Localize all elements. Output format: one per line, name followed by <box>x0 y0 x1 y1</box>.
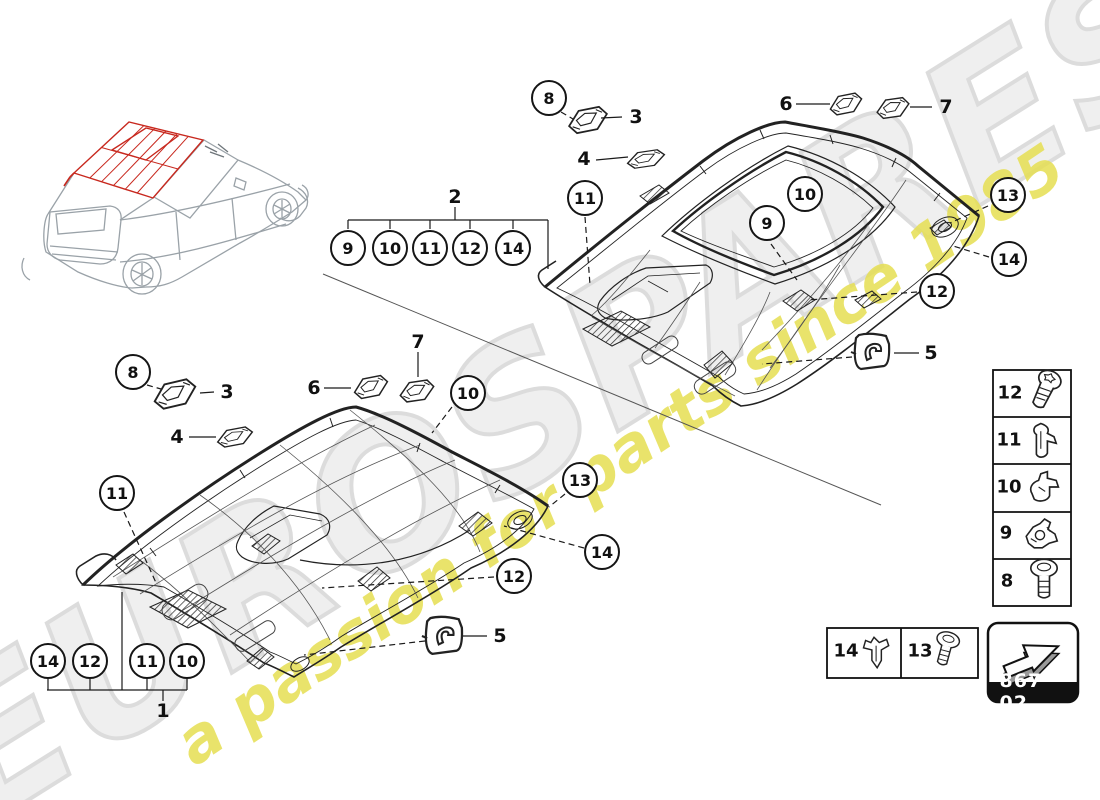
label-4-top: 4 <box>577 148 591 170</box>
callout-10-lower[interactable]: 10 <box>450 375 486 411</box>
cap-icon-7-top <box>875 96 911 120</box>
cap-icon-3-top <box>566 105 610 135</box>
legend-row-8[interactable]: 8 <box>1000 570 1014 592</box>
callout-8-top[interactable]: 8 <box>531 80 567 116</box>
group-code-text: 867 02 <box>999 670 1043 714</box>
label-3-top: 3 <box>629 106 643 128</box>
fastener-legend-panel <box>992 366 1072 607</box>
callout-12-lower[interactable]: 12 <box>496 558 532 594</box>
label-2: 2 <box>448 186 462 208</box>
label-5-lower: 5 <box>493 625 507 647</box>
legend-cell-13[interactable]: 13 <box>907 640 933 662</box>
leader-lines-dashed <box>123 111 990 656</box>
callout-14-upper[interactable]: 14 <box>991 241 1027 277</box>
label-4-lower: 4 <box>170 426 184 448</box>
cap-icon-4-top <box>625 148 667 170</box>
hook-icon-5-lower <box>420 615 464 656</box>
callout-12-group1[interactable]: 12 <box>72 643 108 679</box>
callout-11-group2[interactable]: 11 <box>412 230 448 266</box>
callout-12-upper[interactable]: 12 <box>919 273 955 309</box>
label-6-top: 6 <box>779 93 793 115</box>
callout-12-group2[interactable]: 12 <box>452 230 488 266</box>
hook-icon-5-upper <box>849 332 891 371</box>
car-roof-highlight <box>63 121 205 199</box>
callout-11-upper[interactable]: 11 <box>567 180 603 216</box>
fastener-legend-bottom <box>826 627 979 679</box>
callout-14-lower[interactable]: 14 <box>584 534 620 570</box>
label-3-lower: 3 <box>220 381 234 403</box>
cap-icon-4-lower <box>215 425 255 449</box>
label-1: 1 <box>156 700 170 722</box>
legend-row-10[interactable]: 10 <box>996 476 1022 498</box>
car-illustration <box>21 139 309 295</box>
legend-row-12[interactable]: 12 <box>997 382 1023 404</box>
label-6-lower: 6 <box>307 377 321 399</box>
label-7-top: 7 <box>939 96 953 118</box>
callout-14-group1[interactable]: 14 <box>30 643 66 679</box>
cap-icon-6-top <box>827 91 865 117</box>
callout-9-upper[interactable]: 9 <box>749 205 785 241</box>
callout-11-group1[interactable]: 11 <box>129 643 165 679</box>
callout-14-group2[interactable]: 14 <box>495 230 531 266</box>
legend-cell-14[interactable]: 14 <box>833 640 859 662</box>
callout-10-group2[interactable]: 10 <box>372 230 408 266</box>
callout-10-group1[interactable]: 10 <box>169 643 205 679</box>
callout-13-lower[interactable]: 13 <box>562 462 598 498</box>
callout-8-lower[interactable]: 8 <box>115 354 151 390</box>
upper-headliner-drawing <box>537 120 980 407</box>
cap-icon-6-lower <box>352 373 390 401</box>
cap-icon-3-lower <box>150 377 200 411</box>
legend-row-9[interactable]: 9 <box>999 522 1013 544</box>
label-5-upper: 5 <box>924 342 938 364</box>
callout-9-group2[interactable]: 9 <box>330 230 366 266</box>
label-7-lower: 7 <box>411 331 425 353</box>
cap-icon-7-lower <box>398 378 436 404</box>
legend-row-11[interactable]: 11 <box>996 429 1022 451</box>
group-code-badge <box>986 621 1080 704</box>
callout-10-upper[interactable]: 10 <box>787 176 823 212</box>
lower-headliner-drawing <box>75 405 550 678</box>
callout-13-upper[interactable]: 13 <box>990 177 1026 213</box>
leader-lines-solid <box>189 103 932 637</box>
callout-11-lower[interactable]: 11 <box>99 475 135 511</box>
group-brackets <box>47 207 882 701</box>
